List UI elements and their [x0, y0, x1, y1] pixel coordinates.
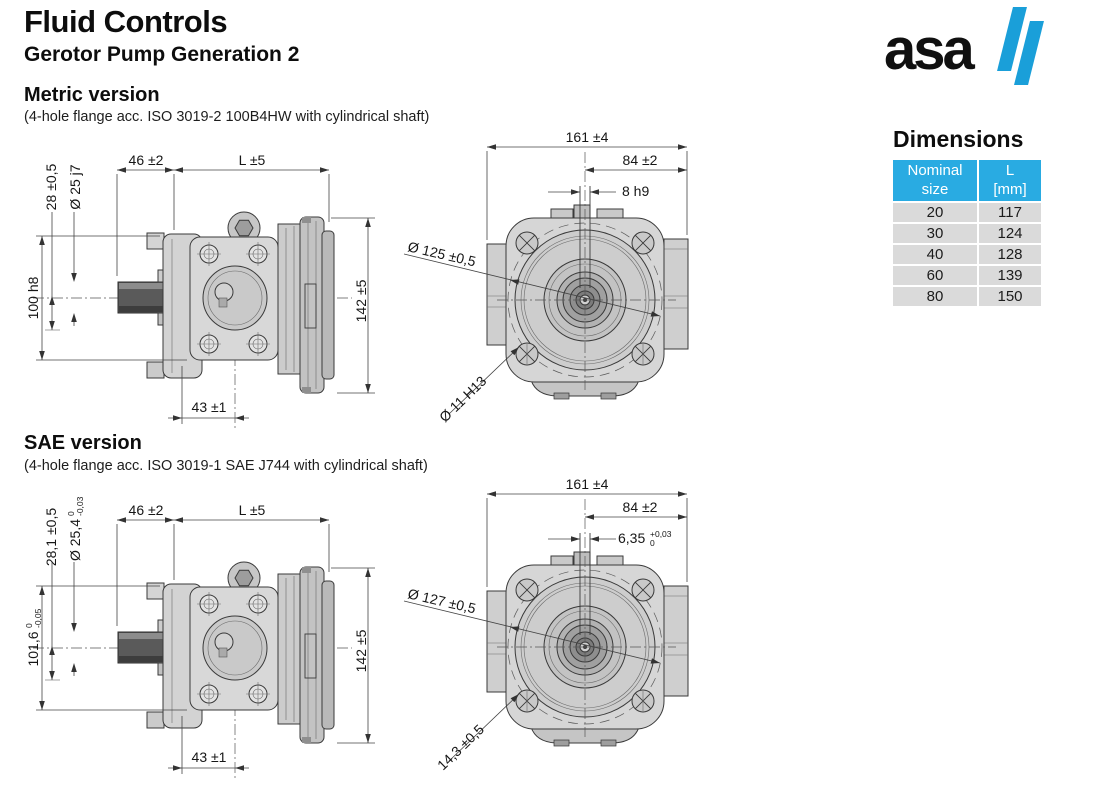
dim-label-key-width: 6,35	[618, 530, 645, 546]
dim-label-overall-width: 161 ±4	[566, 476, 609, 492]
cell-l-mm: 128	[979, 245, 1041, 264]
table-row: 40 128	[893, 245, 1041, 264]
dim-label-pilot-dia-group: 101,6 0 -0,05	[24, 608, 43, 666]
asa-logo-text: asa	[884, 17, 975, 82]
dim-label-shaft-dia-tol-lower: -0,03	[75, 496, 85, 516]
cell-l-mm: 117	[979, 203, 1041, 222]
dim-label-pilot-dia-tol-lower: -0,05	[33, 608, 43, 628]
dim-label-shaft-dia-tol-upper: 0	[66, 511, 76, 516]
metric-side-view-drawing: 46 ±2 L ±5 28 ±0,5 Ø 25 j7 100 h8 142 ±5…	[25, 152, 376, 429]
cell-l-mm: 139	[979, 266, 1041, 285]
cell-nominal-size: 30	[893, 224, 977, 243]
dim-label-key-width-tol-lower: 0	[650, 538, 655, 548]
metric-front-view-drawing: 161 ±4 84 ±2 8 h9 Ø 125 ±0,5 Ø 11 H13	[403, 129, 689, 426]
table-row: 30 124	[893, 224, 1041, 243]
dim-label-port-offset: 43 ±1	[192, 749, 227, 765]
cell-nominal-size: 40	[893, 245, 977, 264]
page-subtitle: Gerotor Pump Generation 2	[24, 43, 300, 66]
sae-section-subheading: (4-hole flange acc. ISO 3019-1 SAE J744 …	[24, 458, 428, 474]
sae-side-view-drawing: 46 ±2 L ±5 28,1 ±0,5 Ø 25,4 0 -0,03 101,…	[24, 496, 376, 779]
dim-label-shoulder: 28 ±0,5	[43, 163, 59, 210]
dim-label-pilot-dia-tol-upper: 0	[24, 623, 34, 628]
dimensions-heading: Dimensions	[893, 126, 1024, 152]
dim-label-bolt-hole: Ø 11 H13	[436, 373, 490, 426]
dim-label-bolt-circle: Ø 127 ±0,5	[406, 585, 477, 616]
dim-label-shoulder: 28,1 ±0,5	[43, 508, 59, 566]
dim-label-bolt-circle: Ø 125 ±0,5	[406, 238, 477, 269]
dim-label-key-width: 8 h9	[622, 183, 649, 199]
dim-label-shaft-length: 46 ±2	[129, 152, 164, 168]
dim-label-body-length: L ±5	[239, 152, 266, 168]
dim-label-port-offset: 43 ±1	[192, 399, 227, 415]
table-row: 80 150	[893, 287, 1041, 306]
cell-l-mm: 150	[979, 287, 1041, 306]
dim-label-port-width: 84 ±2	[623, 499, 658, 515]
cell-nominal-size: 60	[893, 266, 977, 285]
col-header-nominal-size: Nominal size	[893, 160, 977, 201]
cell-nominal-size: 20	[893, 203, 977, 222]
dim-label-pilot-dia: 100 h8	[25, 276, 41, 319]
table-row: 20 117	[893, 203, 1041, 222]
dim-label-bolt-hole: 14,3 ±0,5	[434, 721, 487, 773]
cell-l-mm: 124	[979, 224, 1041, 243]
sae-front-view-drawing: 161 ±4 84 ±2 6,35 +0,03 0 Ø 127 ±0,5 14,…	[403, 476, 689, 773]
col-header-l-mm: L [mm]	[979, 160, 1041, 201]
dim-label-port-width: 84 ±2	[623, 152, 658, 168]
dim-label-shaft-length: 46 ±2	[129, 502, 164, 518]
sae-section-heading: SAE version	[24, 432, 142, 454]
table-row: 60 139	[893, 266, 1041, 285]
dim-label-body-length: L ±5	[239, 502, 266, 518]
dim-label-shaft-dia: Ø 25,4	[67, 519, 83, 561]
cell-nominal-size: 80	[893, 287, 977, 306]
dim-label-height: 142 ±5	[353, 629, 369, 672]
metric-section-subheading: (4-hole flange acc. ISO 3019-2 100B4HW w…	[24, 109, 430, 125]
dim-label-shaft-dia-group: Ø 25,4 0 -0,03	[66, 496, 85, 561]
page-title: Fluid Controls	[24, 4, 228, 39]
metric-section-heading: Metric version	[24, 84, 160, 106]
asa-logo: asa	[878, 4, 1068, 94]
dim-label-key-width-tol-upper: +0,03	[650, 529, 672, 539]
table-header-row: Nominal size L [mm]	[893, 160, 1041, 201]
dim-label-height: 142 ±5	[353, 279, 369, 322]
dim-label-overall-width: 161 ±4	[566, 129, 609, 145]
dim-label-shaft-dia: Ø 25 j7	[67, 164, 83, 209]
dimensions-table: Nominal size L [mm] 20 117 30 124 40 128…	[893, 160, 1041, 306]
dim-label-pilot-dia: 101,6	[25, 631, 41, 666]
